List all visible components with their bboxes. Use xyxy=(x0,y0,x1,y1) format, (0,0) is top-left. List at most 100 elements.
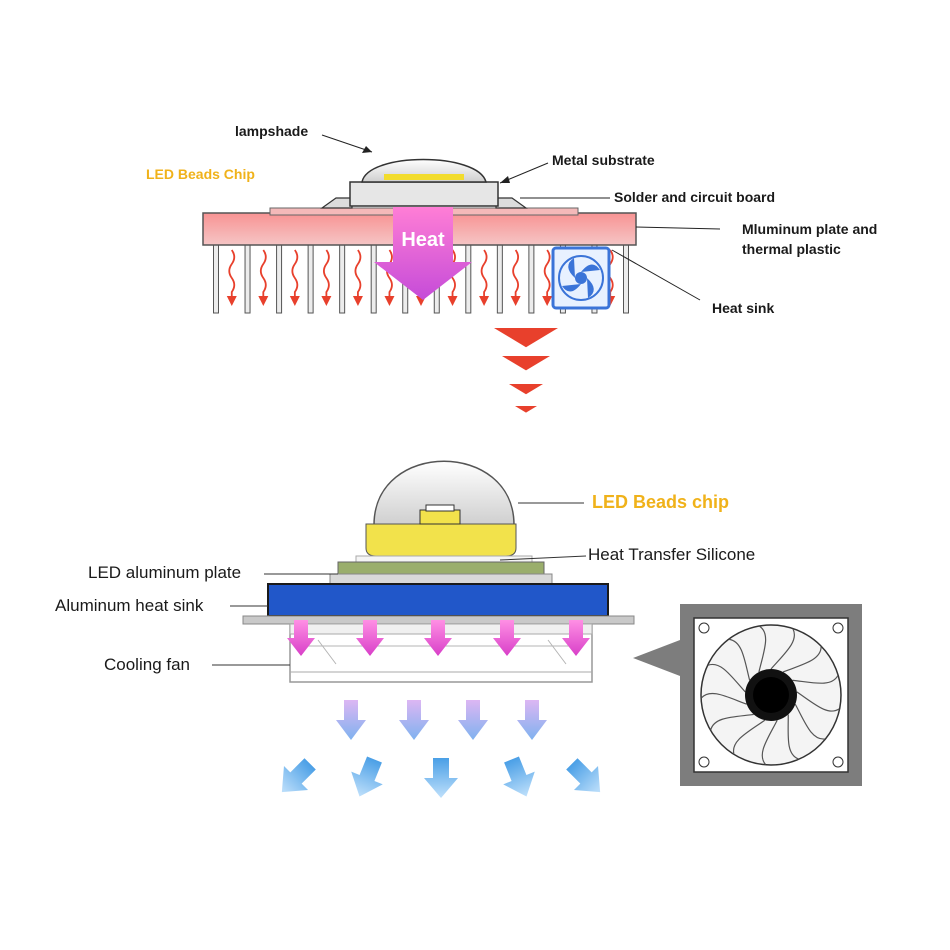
heat-wave xyxy=(259,249,267,298)
heat-arrow-small xyxy=(493,620,521,656)
heat-wave xyxy=(512,249,520,298)
fan-blade xyxy=(796,691,840,712)
fan-blades xyxy=(701,625,840,765)
fan-blade xyxy=(701,692,747,705)
airflow-arrow-shape xyxy=(281,758,316,793)
airflow-arrow xyxy=(458,700,488,740)
heat-triangle xyxy=(509,384,543,395)
heat-sink-fin xyxy=(213,244,219,314)
heat-wave-arrowhead xyxy=(447,296,458,306)
fan-blade xyxy=(729,638,751,681)
heat-label: Heat xyxy=(401,229,445,251)
heat-triangle xyxy=(502,356,550,371)
heat-wave-arrowhead xyxy=(510,296,521,306)
heat-triangle xyxy=(515,406,537,413)
airflow-arrow-shape xyxy=(503,756,535,797)
led-chip-top xyxy=(384,174,464,180)
heat-wave xyxy=(322,249,330,298)
heat-wave-arrowhead xyxy=(479,296,490,306)
label-led-beads-chip-top: LED Beads Chip xyxy=(146,166,255,182)
fan-blade xyxy=(758,625,767,673)
fan-blade xyxy=(761,719,778,765)
led-base-strip xyxy=(355,555,533,563)
heat-transfer-silicone xyxy=(337,561,545,575)
label-cooling-fan: Cooling fan xyxy=(104,655,190,674)
heat-sink-fin xyxy=(623,244,629,314)
heat-flow-triangles xyxy=(494,328,558,413)
label-heat-sink: Heat sink xyxy=(712,300,774,316)
leader-arrowhead xyxy=(362,146,372,153)
top-leader-lines xyxy=(321,134,721,301)
fan-blade xyxy=(792,675,839,684)
label-led-aluminum-plate: LED aluminum plate xyxy=(88,563,241,582)
airflow-arrow xyxy=(517,700,547,740)
heat-arrow-small xyxy=(356,620,384,656)
heat-wave-arrowhead xyxy=(258,296,269,306)
heat-sink-fin xyxy=(307,244,314,314)
label-metal-substrate: Metal substrate xyxy=(552,152,655,168)
heat-sink-fin xyxy=(496,244,503,314)
heat-sink-fin xyxy=(244,244,251,314)
heat-arrow-small xyxy=(424,620,452,656)
fan-blade xyxy=(733,719,766,754)
airflow-arrow xyxy=(399,700,429,740)
bottom-leader-lines xyxy=(212,502,587,666)
solder-right xyxy=(495,197,528,209)
heat-wave-arrowhead xyxy=(289,296,300,306)
heat-triangle xyxy=(494,328,558,348)
heat-sink-fin xyxy=(276,244,283,314)
airflow-arrow xyxy=(281,758,316,793)
led-die xyxy=(425,504,455,512)
label-aluminum-heat-sink: Aluminum heat sink xyxy=(55,596,204,615)
airflow-arrow xyxy=(424,758,458,798)
led-body xyxy=(365,523,517,557)
heat-wave xyxy=(543,249,551,298)
airflow-arrow-shape xyxy=(424,758,458,798)
fan-blade xyxy=(787,714,799,760)
fan-icon xyxy=(551,246,611,310)
fan-blade xyxy=(782,646,822,673)
led-aluminum-plate xyxy=(329,573,553,585)
leader-arrowhead xyxy=(500,176,510,183)
heat-wave xyxy=(291,249,299,298)
airflow-arrow xyxy=(336,700,366,740)
label-solder-circuit: Solder and circuit board xyxy=(614,189,775,205)
fan-blade xyxy=(794,703,825,740)
fan-closeup xyxy=(633,604,862,786)
heat-wave-arrowhead xyxy=(542,296,553,306)
heat-wave-arrowhead xyxy=(226,296,237,306)
solder-left xyxy=(320,197,353,209)
label-aluminum-plate-1: Mluminum plate and xyxy=(742,221,877,237)
led-chip-bottom xyxy=(419,509,461,525)
fan-blade xyxy=(707,663,746,693)
heat-wave-arrowhead xyxy=(321,296,332,306)
label-led-beads-chip-bottom: LED Beads chip xyxy=(592,492,729,512)
heat-wave-arrowhead xyxy=(352,296,363,306)
airflow-arrow xyxy=(566,758,601,793)
heat-wave xyxy=(228,249,236,298)
heat-sink-fin xyxy=(339,244,346,314)
heat-wave xyxy=(354,249,362,298)
fan-blade xyxy=(710,713,754,731)
heat-wave xyxy=(480,249,488,298)
heat-wave-arrowhead xyxy=(384,296,395,306)
airflow-arrow xyxy=(351,756,383,797)
fan-blade xyxy=(770,628,795,670)
metal-substrate xyxy=(349,181,499,207)
label-heat-transfer-silicone: Heat Transfer Silicone xyxy=(588,545,755,564)
heat-sink-fin xyxy=(528,244,535,314)
heat-arrow-small xyxy=(287,620,315,656)
label-aluminum-plate-2: thermal plastic xyxy=(742,241,841,257)
heat-sink-fin xyxy=(370,244,377,314)
aluminum-heat-sink xyxy=(267,583,609,617)
airflow-arrows xyxy=(281,700,601,798)
heat-sink-fin xyxy=(465,244,472,314)
top-assembly: Heat lampshade LED Beads Chip Metal subs… xyxy=(146,123,877,413)
heat-arrow xyxy=(374,207,472,300)
heat-arrow-small xyxy=(562,620,590,656)
led-dome xyxy=(373,460,515,526)
heat-arrows-row xyxy=(287,620,590,656)
airflow-arrow-shape xyxy=(351,756,383,797)
airflow-arrow xyxy=(503,756,535,797)
